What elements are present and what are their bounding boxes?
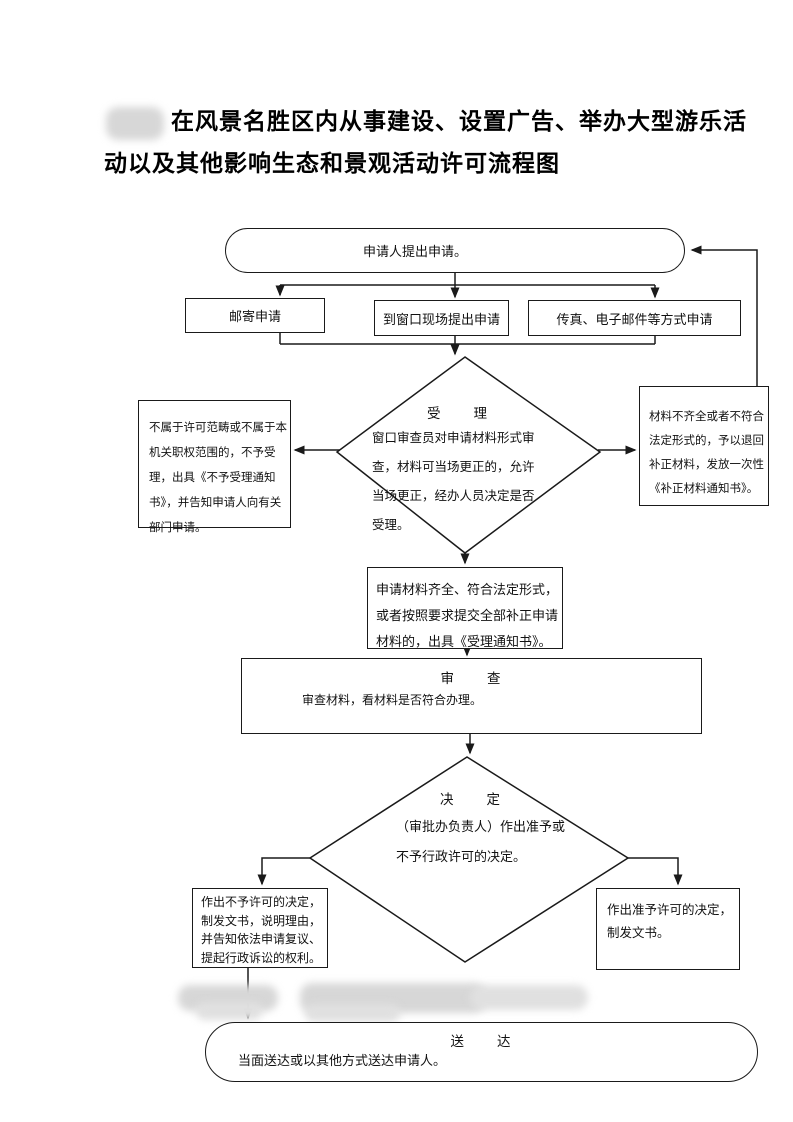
accept-diamond-body: 窗口审查员对申请材料形式审查，材料可当场更正的，允许当场更正，经办人员决定是否受… (372, 431, 535, 532)
approve-text: 作出准予许可的决定，制发文书。 (607, 903, 733, 940)
channel-fax-email-box: 传真、电子邮件等方式申请 (528, 300, 741, 336)
review-box-title: 审 查 (440, 671, 503, 686)
decision-diamond-title: 决 定 (440, 792, 502, 807)
decision-diamond-body: （审批办负责人）作出准予或不予行政许可的决定。 (396, 819, 566, 864)
accept-diamond: 受 理 窗口审查员对申请材料形式审查，材料可当场更正的，允许当场更正，经办人员决… (372, 402, 544, 540)
review-box-body: 审查材料，看材料是否符合办理。 (302, 693, 483, 707)
review-box: 审 查 审查材料，看材料是否符合办理。 (241, 658, 702, 734)
start-node-text: 申请人提出申请。 (362, 244, 467, 259)
deliver-node: 送 达 当面送达或以其他方式送达申请人。 (205, 1022, 758, 1082)
redacted-watermark-2 (196, 1002, 262, 1020)
accept-diamond-title: 受 理 (427, 406, 489, 421)
deliver-node-title: 送 达 (450, 1034, 513, 1049)
not-accepted-text: 不属于许可范畴或不属于本机关职权范围的，不予受理，出具《不予受理通知书》，并告知… (149, 422, 287, 534)
deny-text: 作出不予许可的决定，制发文书，说明理由，并告知依法申请复议、提起行政诉讼的权利。 (201, 895, 322, 965)
accepted-text: 申请材料齐全、符合法定形式，或者按照要求提交全部补正申请材料的，出具《受理通知书… (376, 582, 559, 649)
approve-box: 作出准予许可的决定，制发文书。 (596, 888, 740, 970)
redacted-watermark-4 (305, 1004, 400, 1022)
channel-mail-box: 邮寄申请 (185, 298, 325, 333)
redacted-watermark-5 (470, 985, 588, 1010)
page-title-line2: 动以及其他影响生态和景观活动许可流程图 (104, 150, 560, 176)
not-accepted-box: 不属于许可范畴或不属于本机关职权范围的，不予受理，出具《不予受理通知书》，并告知… (138, 400, 291, 534)
deny-box: 作出不予许可的决定，制发文书，说明理由，并告知依法申请复议、提起行政诉讼的权利。 (192, 888, 328, 968)
start-node: 申请人提出申请。 (225, 228, 685, 273)
redacted-title-prefix (106, 107, 164, 140)
supplement-text: 材料不齐全或者不符合法定形式的，予以退回补正材料，发放一次性《补正材料通知书》。 (649, 411, 764, 495)
supplement-box: 材料不齐全或者不符合法定形式的，予以退回补正材料，发放一次性《补正材料通知书》。 (639, 386, 769, 506)
deliver-node-body: 当面送达或以其他方式送达申请人。 (238, 1053, 447, 1068)
channel-fax-email-label: 传真、电子邮件等方式申请 (556, 311, 713, 327)
channel-mail-label: 邮寄申请 (228, 309, 281, 324)
decision-diamond: 决 定 （审批办负责人）作出准予或不予行政许可的决定。 (396, 788, 568, 872)
channel-window-box: 到窗口现场提出申请 (374, 300, 509, 336)
accepted-box: 申请材料齐全、符合法定形式，或者按照要求提交全部补正申请材料的，出具《受理通知书… (367, 567, 563, 649)
page-title-line1: 在风景名胜区内从事建设、设置广告、举办大型游乐活 (171, 108, 747, 134)
channel-window-label: 到窗口现场提出申请 (382, 311, 500, 327)
